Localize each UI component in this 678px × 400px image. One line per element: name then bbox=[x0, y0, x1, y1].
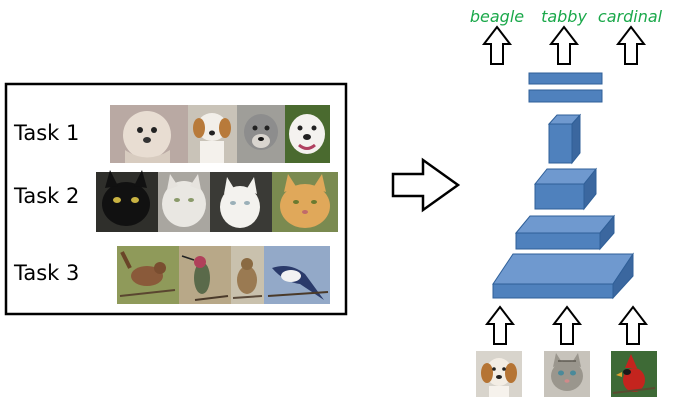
network-layer-2 bbox=[514, 214, 616, 251]
task-1-image-shih-tzu bbox=[110, 105, 188, 163]
task-3-image-wren bbox=[117, 246, 179, 304]
task-3-image-swallow bbox=[264, 246, 330, 304]
output-arrow-up-icon bbox=[548, 25, 580, 65]
task-3-images bbox=[117, 246, 330, 304]
task-1-image-bulldog bbox=[285, 105, 330, 163]
output-label-beagle: beagle bbox=[470, 7, 524, 26]
task-2-label: Task 2 bbox=[13, 184, 79, 208]
task-2-image-orange-tabby-cat bbox=[272, 172, 338, 232]
network-layer-1 bbox=[492, 252, 634, 300]
fc-layer-1 bbox=[528, 72, 603, 85]
transition-arrow-icon bbox=[391, 157, 461, 213]
task-3-image-hummingbird bbox=[179, 246, 231, 304]
task-1-image-pit-bull bbox=[237, 105, 285, 163]
output-label-tabby: tabby bbox=[541, 7, 587, 26]
network-layer-3 bbox=[533, 167, 598, 211]
input-image-cardinal bbox=[611, 351, 657, 397]
task-1-images bbox=[110, 105, 330, 163]
task-2-image-black-cat bbox=[96, 170, 158, 232]
output-arrow-up-icon bbox=[481, 25, 513, 65]
input-image-tabby-cat bbox=[544, 351, 590, 397]
task-2-image-white-persian-cat bbox=[158, 172, 210, 232]
network-stack bbox=[492, 72, 634, 300]
fc-layer-2 bbox=[528, 89, 603, 103]
task-1-label: Task 1 bbox=[13, 121, 79, 145]
input-image-beagle bbox=[476, 351, 522, 397]
input-arrow-up-icon bbox=[551, 305, 583, 345]
task-box bbox=[4, 82, 348, 316]
input-arrow-up-icon bbox=[617, 305, 649, 345]
network-layer-4 bbox=[547, 113, 582, 165]
task-2-image-white-cat bbox=[210, 172, 272, 232]
output-label-cardinal: cardinal bbox=[598, 7, 663, 26]
task-3-image-sparrow bbox=[231, 246, 264, 304]
task-1-image-beagle bbox=[188, 105, 237, 163]
task-3-label: Task 3 bbox=[13, 261, 79, 285]
output-arrow-up-icon bbox=[615, 25, 647, 65]
task-2-images bbox=[96, 170, 338, 232]
input-arrow-up-icon bbox=[484, 305, 516, 345]
